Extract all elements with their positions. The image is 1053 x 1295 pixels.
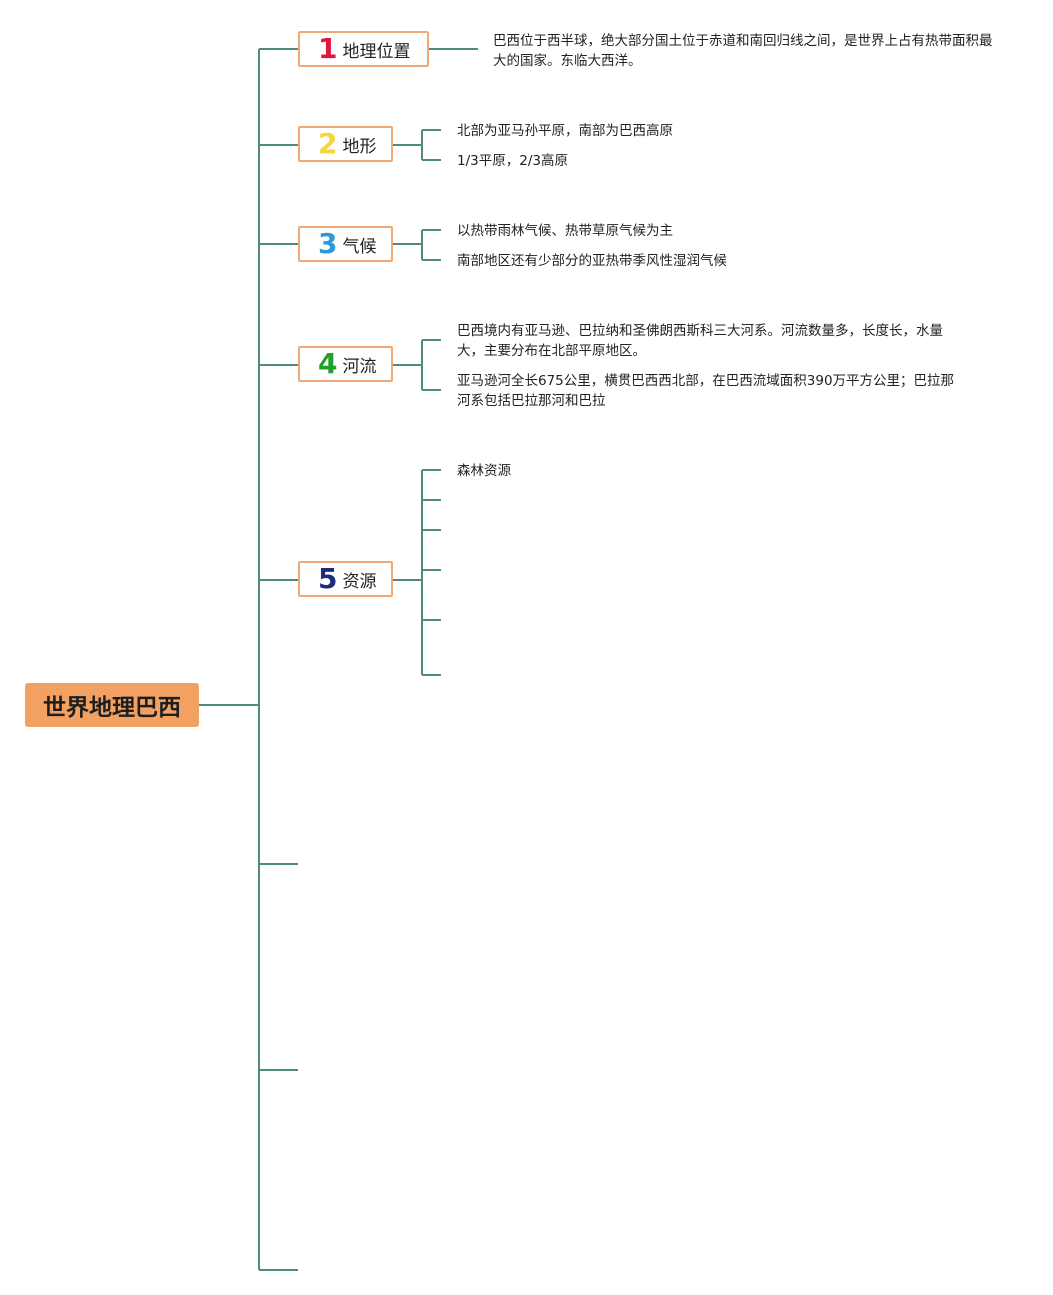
number-2-icon: 2 [318,127,338,160]
number-1-icon: 1 [318,32,338,65]
climate-detail-2[interactable]: 南部地区还有少部分的亚热带季风性湿润气候 [457,253,727,269]
rivers-detail-2[interactable]: 亚马逊河全长675公里，横贯巴西西北部，在巴西流域面积390万平方公里；巴拉那河… [457,373,955,409]
topic-resources[interactable]: 5 资源 [298,561,393,597]
topic-location[interactable]: 1 地理位置 [298,31,429,67]
topic-climate[interactable]: 3 气候 [298,226,393,262]
climate-detail-1[interactable]: 以热带雨林气候、热带草原气候为主 [457,223,673,239]
terrain-detail-1[interactable]: 北部为亚马孙平原，南部为巴西高原 [457,123,673,139]
topic-label: 河流 [342,356,377,377]
topic-rivers[interactable]: 4 河流 [298,346,393,382]
number-5-icon: 5 [318,562,338,595]
root-topic[interactable]: 世界地理巴西 [25,683,199,727]
rivers-detail-1[interactable]: 巴西境内有亚马逊、巴拉纳和圣佛朗西斯科三大河系。河流数量多，长度长，水量大，主要… [457,323,943,359]
topic-label: 地形 [342,136,377,157]
location-detail[interactable]: 巴西位于西半球，绝大部分国土位于赤道和南回归线之间，是世界上占有热带面积最大的国… [493,33,993,69]
resources-detail-1[interactable]: 森林资源 [457,463,511,479]
topic-label: 地理位置 [342,41,411,62]
number-4-icon: 4 [318,347,338,380]
topic-label: 资源 [342,571,377,592]
root-title: 世界地理巴西 [43,695,181,721]
topic-label: 气候 [342,236,377,257]
number-3-icon: 3 [318,227,338,260]
terrain-detail-2[interactable]: 1/3平原，2/3高原 [457,153,568,169]
topic-terrain[interactable]: 2 地形 [298,126,393,162]
